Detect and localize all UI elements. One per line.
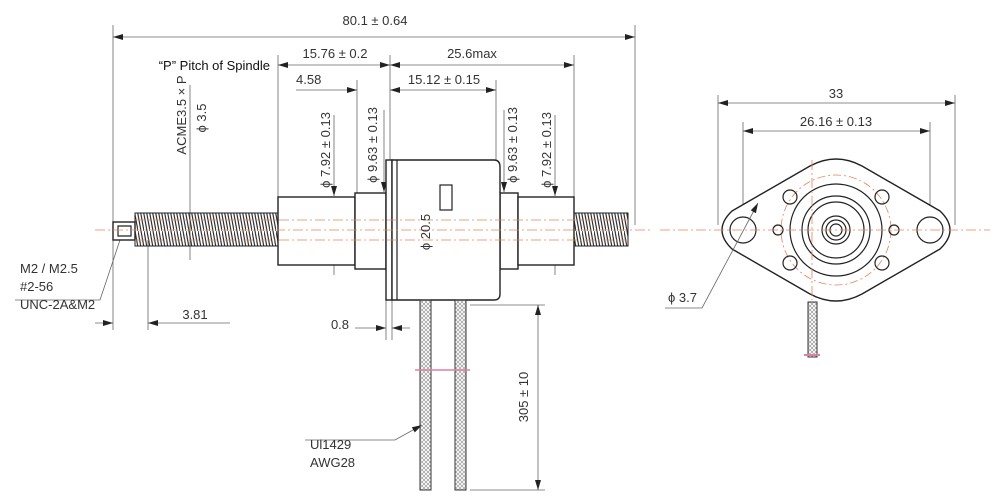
dim-overall-label: 80.1 ± 0.64 [343,13,408,28]
dim-tip-length: 3.81 [182,307,207,322]
lead-wire [454,299,467,491]
tip-thread-line: #2-56 [20,279,53,294]
screw-tip [112,221,136,241]
dim-boss-offset: 4.58 [296,72,321,87]
left-tube [277,196,356,266]
dim-lead-length: 305 ± 10 [516,372,531,423]
end-view: 33 26.16 ± 0.13 ϕ 3.7 [660,86,990,358]
dim-left-boss: ϕ 9.63 ± 0.13 [365,107,380,183]
dim-hole-diameter: ϕ 3.7 [668,290,697,305]
slot [439,184,453,211]
tip-thread-line: M2 / M2.5 [20,261,78,276]
dim-right-span: 25.6max [447,46,497,61]
dim-right-boss: ϕ 9.63 ± 0.13 [505,107,520,183]
dim-body-length: 15.12 ± 0.15 [408,72,480,87]
wire-spec-line: AWG28 [310,455,355,470]
wire-spec-line: Ul1429 [310,437,351,452]
dim-body-diameter: ϕ 20.5 [418,214,433,250]
dim-left-span: 15.76 ± 0.2 [303,46,368,61]
dim-flange: 0.8 [331,317,349,332]
pitch-note: “P” Pitch of Spindle [159,58,270,73]
thread-diameter: ϕ 3.5 [194,104,209,133]
lead-wire [419,299,432,491]
left-boss [354,192,387,270]
side-view: 80.1 ± 0.64 15.76 ± 0.2 25.6max “P” Pitc… [15,13,650,491]
dim-hole-spacing: 26.16 ± 0.13 [800,114,872,129]
dim-right-tube: ϕ 7.92 ± 0.13 [539,112,554,188]
lead-screw-right [573,212,629,247]
right-tube [517,196,575,266]
right-boss [499,192,519,270]
dim-left-tube: ϕ 7.92 ± 0.13 [318,112,333,188]
dim-flange-width: 33 [829,86,843,101]
tip-thread-line: UNC-2A&M2 [20,297,95,312]
lead-wire [807,301,818,358]
thread-spec: ACME3.5 × P [174,75,189,154]
lead-screw-left [134,212,279,247]
